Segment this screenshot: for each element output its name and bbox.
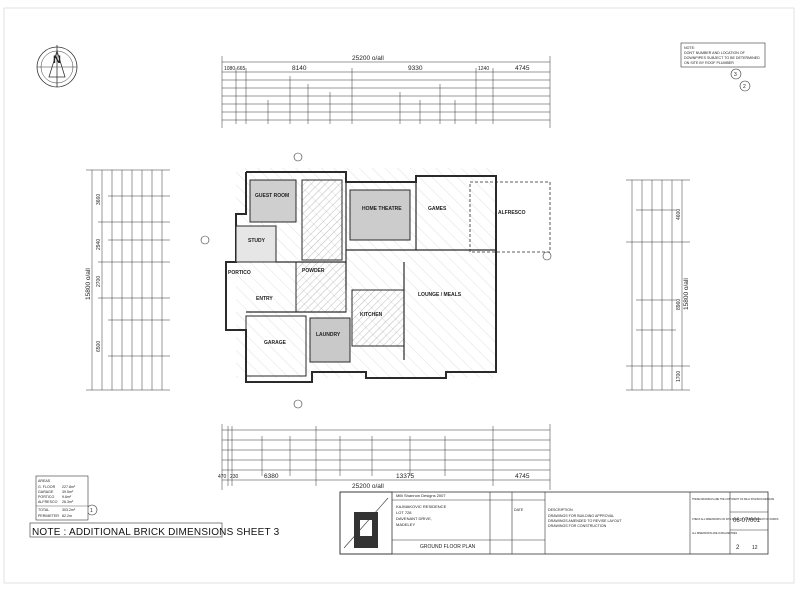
area-label: PORTICO xyxy=(38,495,55,499)
room-label: GUEST ROOM xyxy=(255,193,289,199)
bottom-dim: 13375 xyxy=(396,473,414,480)
right-dim: 1700 xyxy=(676,371,682,382)
copyright-note: THESE DRAWINGS ARE THE COPYRIGHT OF MILL… xyxy=(692,498,774,501)
revision-line: DRAWINGS FOR CONSTRUCTION xyxy=(548,524,607,528)
top-note-line: DOWNPIPES SUBJECT TO BE DETERMINED xyxy=(684,56,760,60)
sheet-ref: 3 xyxy=(734,72,737,78)
note-banner: NOTE : ADDITIONAL BRICK DIMENSIONS SHEET… xyxy=(32,527,280,538)
top-overall-dimension: 25200 o/all xyxy=(352,55,384,62)
area-value: 26.3m² xyxy=(62,500,74,504)
left-dim: 3660 xyxy=(96,194,102,205)
top-note-line: DON'T NUMBER AND LOCATION OF xyxy=(684,51,746,55)
top-dim: 9330 xyxy=(408,65,423,72)
top-dim: 1080 xyxy=(224,66,235,72)
area-value: 82.2m xyxy=(62,514,72,518)
room-label: PORTICO xyxy=(228,270,251,276)
left-dim: 6500 xyxy=(96,341,102,352)
top-dim: 4745 xyxy=(515,65,530,72)
top-note-box: NOTE: DON'T NUMBER AND LOCATION OF DOWNP… xyxy=(680,42,766,68)
revision-line: DRAWINGS AMENDED TO REVISE LAYOUT xyxy=(548,519,622,523)
date-header: DATE xyxy=(514,508,524,512)
home-theatre-shade xyxy=(349,189,411,241)
left-overall-dimension: 15800 o/all xyxy=(85,268,92,300)
area-label: GARAGE xyxy=(38,490,54,494)
section-marker-icon xyxy=(200,152,552,409)
top-note-line: ON SITE BY ROOF PLUMBER xyxy=(684,61,734,65)
left-dim-labels: 15800 o/all 3660 2940 2700 6500 xyxy=(85,194,102,352)
top-dim: 665 xyxy=(237,66,246,72)
laundry-shade xyxy=(309,317,351,363)
kitchen-hatch xyxy=(351,289,405,347)
bottom-overall-dimension: 25200 o/all xyxy=(352,483,384,490)
bottom-dim: 470 xyxy=(218,474,227,480)
page-border xyxy=(3,7,795,584)
right-dim: 4600 xyxy=(676,209,682,220)
job-number: 06-07/001 xyxy=(733,518,761,524)
sheet-total: 12 xyxy=(752,545,758,551)
project-name: KAJMAKOVIC RESIDENCE xyxy=(396,504,447,509)
room-label: GARAGE xyxy=(264,340,287,346)
room-label: LAUNDRY xyxy=(316,332,341,338)
study-room xyxy=(235,225,277,263)
project-address: DAVENANT DRIVE, xyxy=(396,516,432,521)
area-label: AREAS xyxy=(38,479,51,483)
sheet-number: 2 xyxy=(736,545,740,551)
bottom-dimensions xyxy=(221,424,551,490)
right-dim: 8960 xyxy=(676,299,682,310)
area-label: G. FLOOR xyxy=(38,485,56,489)
right-dimensions xyxy=(626,179,690,391)
svg-text:N: N xyxy=(53,54,61,66)
bottom-dim: 230 xyxy=(230,474,239,480)
project-suburb: MADELEY xyxy=(396,522,415,527)
area-value: 9.6m² xyxy=(62,495,72,499)
north-arrow-icon: N xyxy=(36,45,78,88)
guest-room-shade xyxy=(249,179,297,223)
left-dimensions xyxy=(86,169,170,391)
title-block: Milli Shannon Designs 2007 KAJMAKOVIC RE… xyxy=(339,491,779,555)
room-label: GAMES xyxy=(428,206,447,212)
room-label: HOME THEATRE xyxy=(362,206,402,212)
ensuite-hatch xyxy=(301,179,343,261)
top-dim: 8140 xyxy=(292,65,307,72)
drawing-title: GROUND FLOOR PLAN xyxy=(420,544,476,550)
description-header: DESCRIPTION xyxy=(548,508,573,512)
top-dimensions xyxy=(221,56,551,128)
room-label: KITCHEN xyxy=(360,312,383,318)
area-label: TOTAL xyxy=(38,508,49,512)
garage-outline xyxy=(245,315,307,377)
room-label: POWDER xyxy=(302,268,325,274)
room-label: STUDY xyxy=(248,238,266,244)
company-logo xyxy=(339,491,393,555)
right-overall-dimension: 15800 o/all xyxy=(683,278,690,310)
revision-line: DRAWINGS FOR BUILDING APPROVAL xyxy=(548,514,614,518)
area-value: 227.8m² xyxy=(62,485,76,489)
sheet-ref: 1 xyxy=(90,508,93,514)
left-dim: 2700 xyxy=(96,276,102,287)
areas-table: AREAS G. FLOOR 227.8m² GARAGE 39.5m² POR… xyxy=(35,475,89,521)
top-note-line: NOTE: xyxy=(684,46,695,50)
left-dim: 2940 xyxy=(96,239,102,250)
right-dim-labels: 15800 o/all 4600 8960 1700 xyxy=(676,209,690,382)
check-note: CHECK ALL DIMENSIONS ON SITE PRIOR TO CO… xyxy=(692,518,779,521)
room-label: ALFRESCO xyxy=(498,210,526,216)
room-label: LOUNGE / MEALS xyxy=(418,292,462,298)
mm-note: ALL DIMENSIONS ARE IN MILLIMETRES xyxy=(692,532,737,535)
project-lot: LOT 728 xyxy=(396,510,412,515)
room-label: ENTRY xyxy=(256,296,273,302)
floor-plan: GUEST ROOM HOME THEATRE GAMES ALFRESCO S… xyxy=(200,152,552,409)
area-label: PERIMETER xyxy=(38,514,59,518)
bottom-dim: 4745 xyxy=(515,473,530,480)
sheet-ref: 2 xyxy=(743,84,746,90)
company-name: Milli Shannon Designs 2007 xyxy=(396,493,446,498)
alfresco-outline xyxy=(469,181,551,253)
bottom-dim: 6380 xyxy=(264,473,279,480)
top-dim: 1240 xyxy=(478,66,489,72)
area-label: ALFRESCO xyxy=(38,500,58,504)
area-value: 303.2m² xyxy=(62,508,76,512)
area-value: 39.5m² xyxy=(62,490,74,494)
note-banner-box xyxy=(29,522,223,538)
